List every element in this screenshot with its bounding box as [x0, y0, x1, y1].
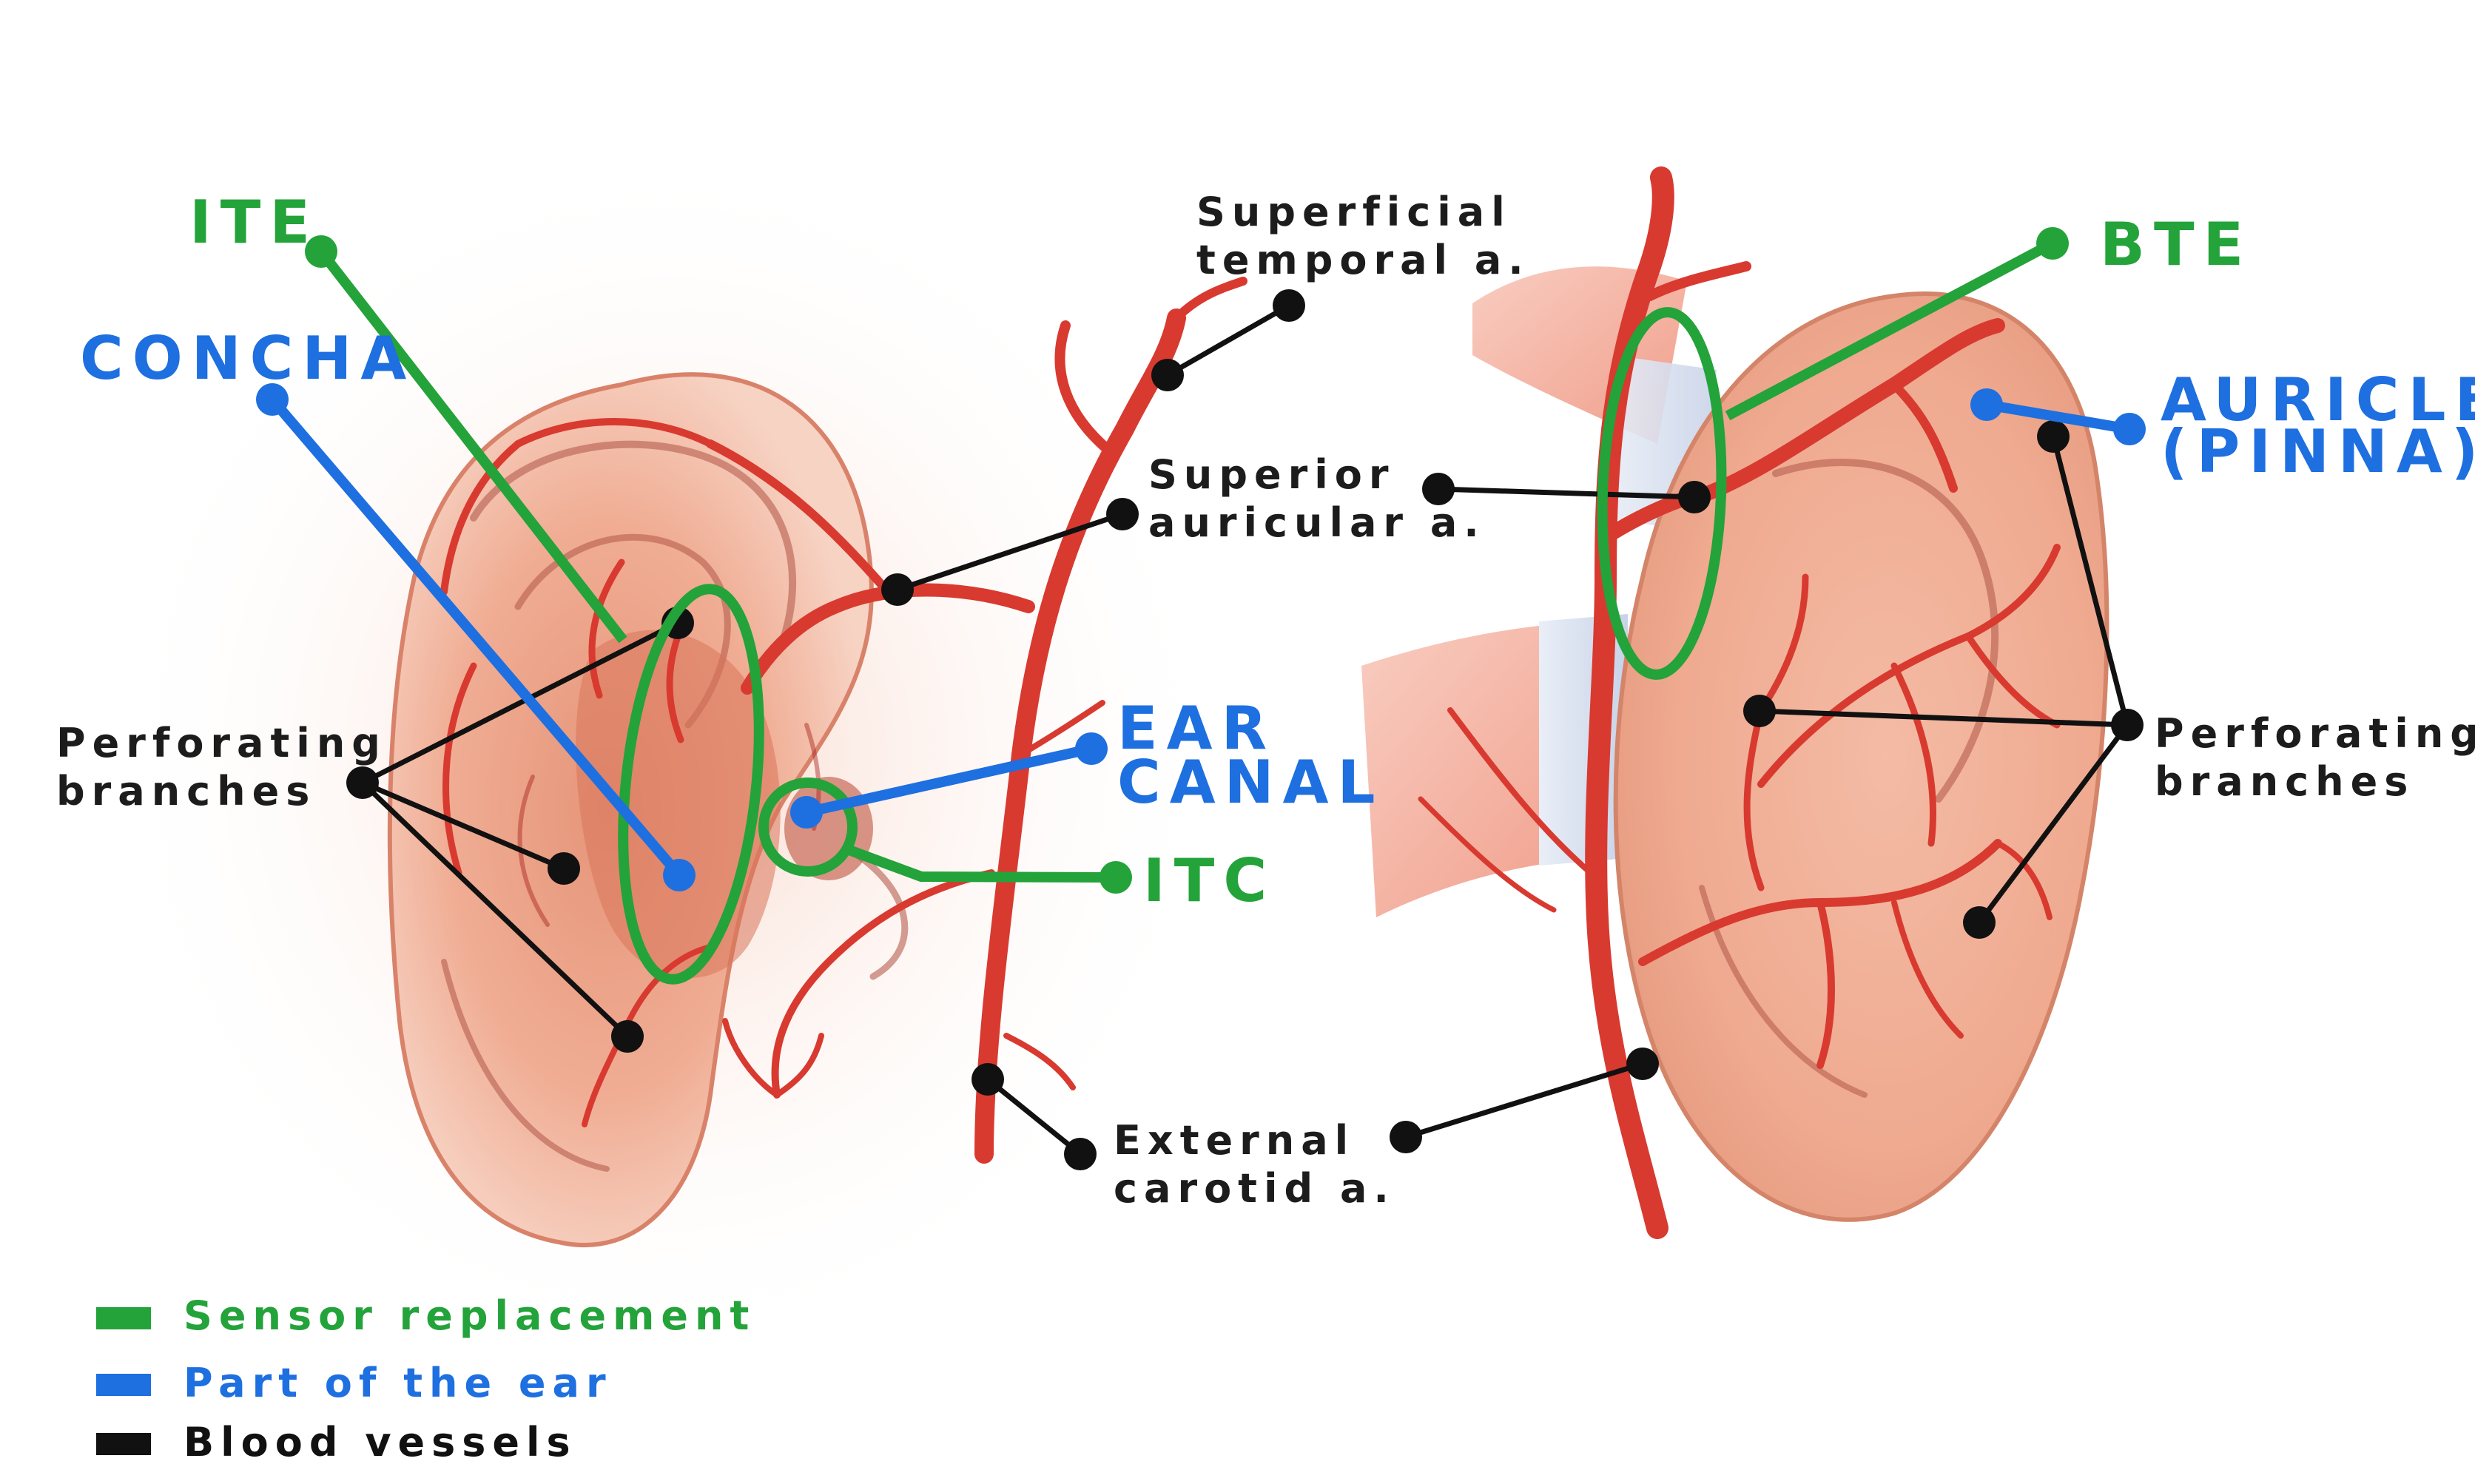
dot: [1743, 695, 1776, 727]
legend-swatch-ear-part: [96, 1374, 151, 1396]
dot: [1100, 861, 1132, 894]
legend-label-vessels: Blood vessels: [183, 1419, 577, 1466]
dot: [2113, 413, 2146, 445]
dot: [1273, 289, 1305, 322]
label-superior-auricular-line1: Superior: [1148, 451, 1395, 498]
dot: [881, 573, 914, 606]
dot: [1151, 359, 1184, 391]
legend-swatch-sensor: [96, 1307, 151, 1329]
legend-swatch-vessels: [96, 1433, 151, 1455]
dot: [972, 1063, 1004, 1096]
leader-external-carotid-right: [1406, 1064, 1643, 1137]
dot: [1390, 1121, 1422, 1153]
label-external-carotid-line2: carotid a.: [1114, 1165, 1395, 1212]
label-superficial-temporal-line1: Superficial: [1196, 189, 1512, 235]
dot: [1075, 732, 1108, 765]
dot: [1678, 481, 1711, 513]
dot: [1064, 1138, 1097, 1170]
label-itc: ITC: [1143, 846, 1276, 915]
dot: [1970, 388, 2003, 421]
label-auricle-line2: (PINNA): [2161, 417, 2475, 486]
legend: Sensor replacement Part of the ear Blood…: [96, 1292, 755, 1466]
label-perforating-left-line2: branches: [56, 768, 316, 814]
label-superior-auricular-line2: auricular a.: [1148, 499, 1486, 546]
left-temporal-tip: [1176, 281, 1243, 318]
dot: [2037, 420, 2070, 453]
legend-label-sensor: Sensor replacement: [183, 1292, 755, 1339]
label-bte: BTE: [2100, 210, 2252, 279]
dot: [1963, 906, 1996, 939]
label-superficial-temporal-line2: temporal a.: [1196, 237, 1530, 283]
label-ear-canal-line2: CANAL: [1117, 748, 1384, 817]
dot: [548, 852, 580, 885]
label-external-carotid-line1: External: [1114, 1117, 1355, 1164]
dot: [1626, 1048, 1659, 1080]
label-ite: ITE: [189, 188, 319, 257]
dot: [346, 766, 379, 799]
label-perforating-right-line2: branches: [2155, 758, 2414, 805]
label-perforating-right-line1: Perforating: [2155, 710, 2475, 757]
legend-label-ear-part: Part of the ear: [183, 1360, 613, 1406]
dot: [2111, 709, 2144, 741]
dot: [611, 1020, 644, 1053]
dot: [790, 796, 823, 829]
label-perforating-left-line1: Perforating: [56, 720, 387, 766]
label-concha: CONCHA: [80, 324, 415, 393]
dot: [663, 859, 696, 891]
dot: [2036, 227, 2069, 260]
dot: [1106, 498, 1139, 530]
right-ear-illustration: [1361, 178, 2107, 1228]
